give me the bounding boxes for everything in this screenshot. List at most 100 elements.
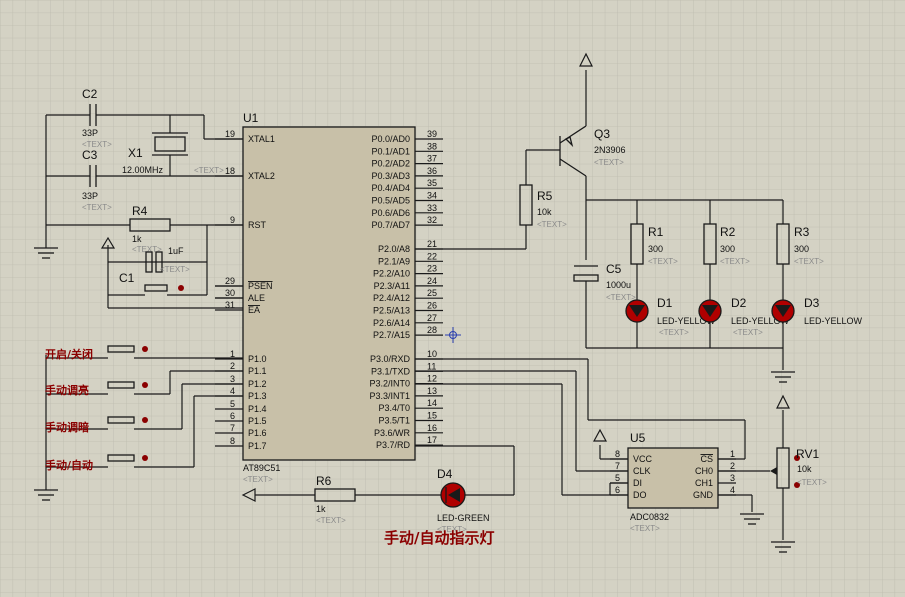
r3-text: <TEXT>	[794, 257, 824, 266]
u5-pin-name-8: VCC	[633, 454, 653, 464]
x1-ref: X1	[128, 146, 143, 160]
mode-indicator: R6 1k <TEXT> D4 LED-GREEN <TEXT>	[241, 445, 515, 534]
u1-pin-num-12: 12	[427, 374, 437, 384]
c1-text: <TEXT>	[160, 265, 190, 274]
u1-pin-name-19: XTAL1	[248, 134, 275, 144]
d4-val: LED-GREEN	[437, 513, 490, 523]
u1-pin-num-32: 32	[427, 215, 437, 225]
u1-pin-name-35: P0.4/AD4	[371, 183, 410, 193]
r5-val: 10k	[537, 207, 552, 217]
r2-ref: R2	[720, 225, 736, 239]
r6-text: <TEXT>	[316, 516, 346, 525]
button-down-cap[interactable]	[107, 416, 135, 424]
u1-pin-num-6: 6	[230, 411, 235, 421]
d4-text: <TEXT>	[437, 525, 467, 534]
c1-button-cap	[144, 284, 168, 292]
u1-pin-num-36: 36	[427, 166, 437, 176]
q3-text: <TEXT>	[594, 158, 624, 167]
r6-ref: R6	[316, 474, 332, 488]
power-arrow-4	[776, 394, 790, 409]
u1-pin-name-5: P1.4	[248, 404, 267, 414]
ground-symbol-2	[34, 489, 58, 501]
u1-pin-num-28: 28	[427, 325, 437, 335]
u1-pin-num-25: 25	[427, 288, 437, 298]
button-up-label: 手动调亮	[45, 383, 89, 397]
u1-pin-num-30: 30	[225, 288, 235, 298]
r3-ref: R3	[794, 225, 810, 239]
u1-pin-num-24: 24	[427, 276, 437, 286]
rv1-potentiometer[interactable]: RV1 10k <TEXT>	[770, 410, 827, 540]
x1-text: <TEXT>	[194, 166, 224, 175]
c5-text: <TEXT>	[606, 293, 636, 302]
u5-pin-name-4: GND	[693, 490, 714, 500]
c5-val: 1000u	[606, 280, 631, 290]
u1-pin-num-11: 11	[427, 361, 436, 371]
rv1-text: <TEXT>	[797, 478, 827, 487]
button-onoff-cap[interactable]	[107, 345, 135, 353]
c2-ref: C2	[82, 87, 98, 101]
ground-symbol-3	[771, 371, 795, 383]
r2-text: <TEXT>	[720, 257, 750, 266]
u1-pin-name-23: P2.2/A10	[373, 269, 410, 279]
push-buttons: 开启/关闭 手动调亮 手动调暗 手动/自动	[45, 345, 243, 490]
u1-pin-name-12: P3.2/INT0	[369, 379, 410, 389]
u1-pin-name-7: P1.6	[248, 428, 267, 438]
u1-pin-num-39: 39	[427, 129, 437, 139]
u1-pin-name-22: P2.1/A9	[378, 256, 410, 266]
d2-val: LED-YELLOW	[731, 316, 790, 326]
power-arrow-3	[592, 428, 608, 442]
cursor-crosshair-icon	[445, 327, 461, 343]
button-up-cap[interactable]	[107, 381, 135, 389]
u5-pin-name-1: CS	[700, 454, 713, 464]
u1-pin-num-33: 33	[427, 203, 437, 213]
u5-pin-num-5: 5	[615, 473, 620, 483]
c2-text: <TEXT>	[82, 140, 112, 149]
u1-text: <TEXT>	[243, 475, 273, 484]
u1-pin-num-29: 29	[225, 276, 235, 286]
ground-symbol-1	[34, 247, 58, 259]
r3-val: 300	[794, 244, 809, 254]
u5-body	[627, 447, 719, 509]
u5-pin-num-8: 8	[615, 449, 620, 459]
button-mode-cap[interactable]	[107, 454, 135, 462]
u1-pin-name-18: XTAL2	[248, 171, 275, 181]
d4-ref: D4	[437, 467, 453, 481]
d1-val: LED-YELLOW	[657, 316, 716, 326]
x1-val: 12.00MHz	[122, 165, 164, 175]
d1-text: <TEXT>	[659, 328, 689, 337]
u1-pin-name-24: P2.3/A11	[374, 281, 410, 291]
u1-pin-num-17: 17	[427, 435, 437, 445]
u1-pin-name-1: P1.0	[248, 354, 267, 364]
u1-pin-name-17: P3.7/RD	[376, 440, 411, 450]
c5-ref: C5	[606, 262, 622, 276]
c1-ref: C1	[119, 271, 135, 285]
u1-pin-name-28: P2.7/A15	[373, 330, 410, 340]
power-arrow-1	[100, 236, 116, 249]
u1-pin-num-14: 14	[427, 398, 437, 408]
x1-crystal-body	[154, 136, 186, 152]
button-down-label: 手动调暗	[45, 420, 89, 434]
u1-pin-name-39: P0.0/AD0	[371, 134, 410, 144]
led-array: C5 1000u <TEXT> R1 300 <TEXT> D1 LED-YEL…	[573, 199, 863, 370]
u1-pin-num-10: 10	[427, 349, 437, 359]
u1-pin-name-27: P2.6/A14	[373, 318, 410, 328]
u1-pin-num-22: 22	[427, 251, 437, 261]
u1-pin-name-25: P2.4/A12	[373, 293, 410, 303]
c1-plate-right	[155, 251, 163, 273]
u1-pin-name-26: P2.5/A13	[373, 306, 410, 316]
u1-part: AT89C51	[243, 463, 280, 473]
r4-ref: R4	[132, 204, 148, 218]
r4-text: <TEXT>	[132, 245, 162, 254]
u1-pin-num-34: 34	[427, 191, 437, 201]
ground-symbol-4	[740, 513, 764, 525]
u5-pin-num-3: 3	[730, 473, 735, 483]
d2-ref: D2	[731, 296, 747, 310]
u5-pin-name-2: CH0	[695, 466, 713, 476]
u1-pin-num-13: 13	[427, 386, 437, 396]
rv1-val: 10k	[797, 464, 812, 474]
u1-pin-name-15: P3.5/T1	[378, 416, 410, 426]
